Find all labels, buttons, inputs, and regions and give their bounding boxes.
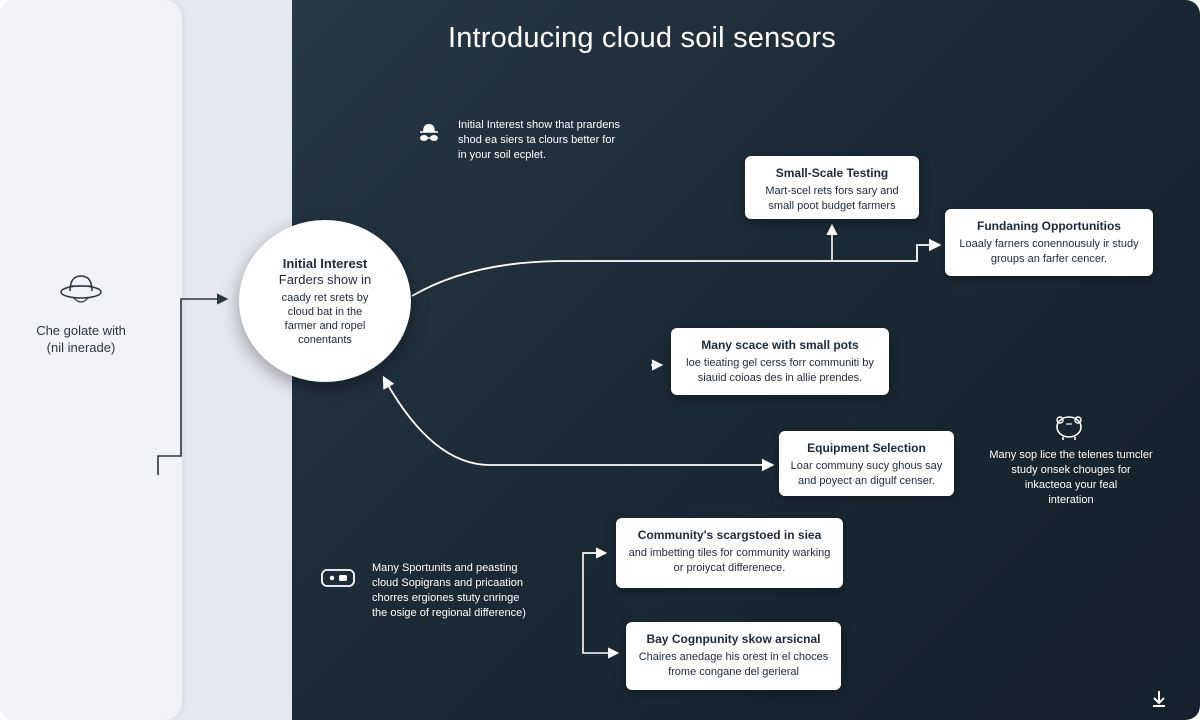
card-title: Community's scargstoed in siea — [637, 528, 822, 542]
equipment-selection-card: Equipment Selection Loar communy sucy gh… — [779, 431, 954, 496]
initial-interest-node: Initial Interest Farders show in caady r… — [239, 220, 411, 382]
sensor-device-icon — [321, 569, 355, 587]
right-note-line: study onsek chouges for — [1011, 464, 1131, 476]
top-note-line: shod ea siers ta clours better for — [458, 134, 616, 146]
card-title: Fundaning Opportunitios — [977, 219, 1121, 233]
diagram-title: Introducing cloud soil sensors — [447, 22, 837, 54]
node-line: farmer and ropel — [284, 319, 366, 332]
card-title: Many scace with small pots — [701, 338, 859, 352]
bay-community-card: Bay Cognpunity skow arsicnal Chaires ane… — [626, 622, 841, 690]
left-panel-front — [0, 0, 182, 720]
card-line: groups an farfer cencer. — [990, 253, 1108, 265]
node-line: cloud bat in the — [287, 305, 363, 318]
farmer-hat-icon — [60, 275, 102, 303]
bottom-note-line: Many Sportunits and peasting — [372, 562, 518, 574]
top-note-line: Initial Interest show that prardens — [458, 119, 621, 131]
community-card: Community's scargstoed in siea and imbet… — [616, 518, 843, 588]
card-line: or proiycat differenece. — [673, 562, 786, 574]
many-space-card: Many scace with small pots loe tieating … — [671, 328, 889, 395]
card-title: Bay Cognpunity skow arsicnal — [646, 632, 821, 646]
small-scale-testing-card: Small-Scale Testing Mart-scel rets fors … — [745, 156, 919, 219]
card-line: and imbetting tiles for community warkin… — [628, 547, 831, 559]
left-caption-line: Che golate with — [36, 323, 126, 338]
node-line: conentants — [298, 333, 352, 346]
card-title: Equipment Selection — [807, 441, 926, 455]
right-note-line: inkacteoa your feal — [1024, 479, 1118, 491]
card-title: Small-Scale Testing — [775, 166, 889, 180]
card-line: siauid coioas des in allie prendes. — [697, 372, 863, 384]
node-subtitle: Farders show in — [278, 271, 372, 287]
left-caption-line: (nil inerade) — [46, 340, 116, 355]
card-line: Loar communy sucy ghous say — [790, 460, 943, 472]
left-caption: Che golate with (nil inerade) — [26, 322, 136, 356]
bottom-note-line: chorres ergiones stuty cnringe — [372, 592, 520, 604]
card-line: Loaaly farners conennousuly ir study — [959, 238, 1139, 250]
card-line: and poyect an digulf censer. — [798, 475, 935, 487]
right-note: Many sop lice the telenes tumcler study … — [968, 448, 1174, 508]
top-note: Initial Interest show that prardens shod… — [458, 118, 678, 163]
bottom-note-line: cloud Sopigrans and pricaation — [372, 577, 524, 589]
farmer-glasses-icon — [420, 124, 438, 141]
top-note-line: in your soil ecplet. — [458, 149, 547, 161]
card-line: Mart-scel rets fors sary and — [765, 185, 899, 197]
right-note-line: Many sop lice the telenes tumcler — [989, 449, 1153, 461]
card-line: Chaires anedage his orest in el choces — [638, 651, 829, 663]
bottom-note: Many Sportunits and peasting cloud Sopig… — [372, 561, 572, 621]
card-line: small poot budget farmers — [768, 200, 896, 212]
node-title: Initial Interest — [282, 255, 368, 271]
card-line: loe tieating gel cerss forr communiti by — [686, 357, 874, 369]
right-note-line: interation — [1048, 494, 1094, 506]
piggy-bank-icon — [1056, 416, 1082, 440]
node-line: caady ret srets by — [281, 291, 369, 304]
card-line: frome congane del gerieral — [668, 666, 799, 678]
funding-opportunities-card: Fundaning Opportunitios Loaaly farners c… — [945, 209, 1153, 276]
download-icon[interactable] — [1148, 688, 1170, 710]
bottom-note-line: the osige of regional difference) — [372, 607, 526, 619]
